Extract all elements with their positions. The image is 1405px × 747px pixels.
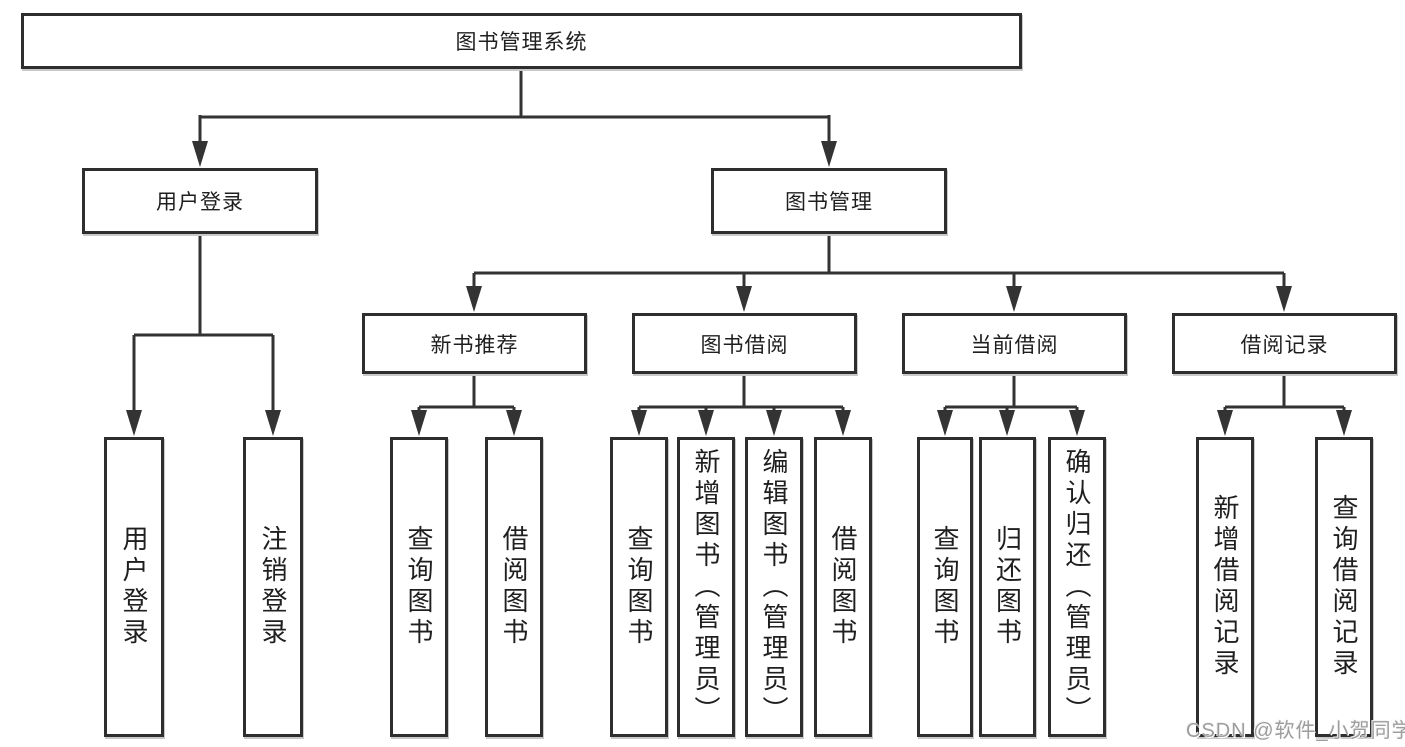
- connector-root-to-level1: [192, 69, 837, 167]
- leaf-borrow-book-2: 借阅图书: [814, 437, 872, 737]
- leaf-query-book-1: 查询图书: [390, 437, 448, 737]
- node-borrow-record-label: 借阅记录: [1240, 333, 1329, 357]
- connector-book-borrow-children: [631, 374, 851, 436]
- leaf-confirm-return-admin-label: 确认归还（管理员）: [1062, 447, 1092, 727]
- leaf-confirm-return-admin: 确认归还（管理员）: [1048, 437, 1106, 737]
- csdn-watermark: CSDN @软件_小贺同学: [1186, 720, 1405, 742]
- node-current-borrow: 当前借阅: [902, 313, 1127, 374]
- node-user-login: 用户登录: [82, 168, 318, 234]
- leaf-logout: 注销登录: [243, 437, 303, 737]
- connector-current-borrow-children: [937, 374, 1085, 436]
- node-borrow-record: 借阅记录: [1172, 313, 1397, 374]
- leaf-return-book: 归还图书: [979, 437, 1036, 737]
- leaf-edit-book-admin-label: 编辑图书（管理员）: [759, 447, 789, 727]
- leaf-borrow-book-1-label: 借阅图书: [499, 525, 529, 649]
- leaf-add-book-admin-label: 新增图书（管理员）: [691, 447, 721, 727]
- leaf-query-book-2-label: 查询图书: [624, 525, 654, 649]
- node-book-borrow-label: 图书借阅: [700, 333, 789, 357]
- node-current-borrow-label: 当前借阅: [970, 333, 1059, 357]
- leaf-query-book-3: 查询图书: [917, 437, 973, 737]
- node-book-borrow: 图书借阅: [632, 313, 857, 374]
- connector-new-book-children: [411, 374, 522, 436]
- connector-borrow-record-children: [1217, 374, 1352, 436]
- leaf-query-book-2: 查询图书: [610, 437, 668, 737]
- leaf-borrow-book-1: 借阅图书: [485, 437, 543, 737]
- node-new-book-recommend: 新书推荐: [362, 313, 587, 374]
- leaf-query-book-3-label: 查询图书: [930, 525, 960, 649]
- leaf-query-borrow-record: 查询借阅记录: [1315, 437, 1373, 737]
- node-user-login-label: 用户登录: [156, 191, 244, 214]
- leaf-return-book-label: 归还图书: [992, 525, 1023, 649]
- leaf-query-book-1-label: 查询图书: [404, 525, 434, 649]
- leaf-borrow-book-2-label: 借阅图书: [828, 525, 858, 649]
- node-book-management: 图书管理: [711, 168, 947, 234]
- leaf-add-book-admin: 新增图书（管理员）: [677, 437, 735, 737]
- node-root-system: 图书管理系统: [21, 13, 1022, 69]
- node-new-book-recommend-label: 新书推荐: [430, 333, 519, 357]
- connector-book-management-children: [466, 234, 1292, 312]
- leaf-add-borrow-record: 新增借阅记录: [1196, 437, 1254, 737]
- leaf-user-login-label: 用户登录: [119, 525, 149, 649]
- leaf-query-borrow-record-label: 查询借阅记录: [1329, 494, 1359, 680]
- node-root-label: 图书管理系统: [455, 31, 588, 54]
- leaf-logout-label: 注销登录: [258, 525, 288, 649]
- connector-user-login-children: [126, 234, 281, 436]
- leaf-user-login: 用户登录: [104, 437, 164, 737]
- leaf-edit-book-admin: 编辑图书（管理员）: [745, 437, 803, 737]
- node-book-management-label: 图书管理: [785, 191, 873, 214]
- leaf-add-borrow-record-label: 新增借阅记录: [1210, 494, 1240, 680]
